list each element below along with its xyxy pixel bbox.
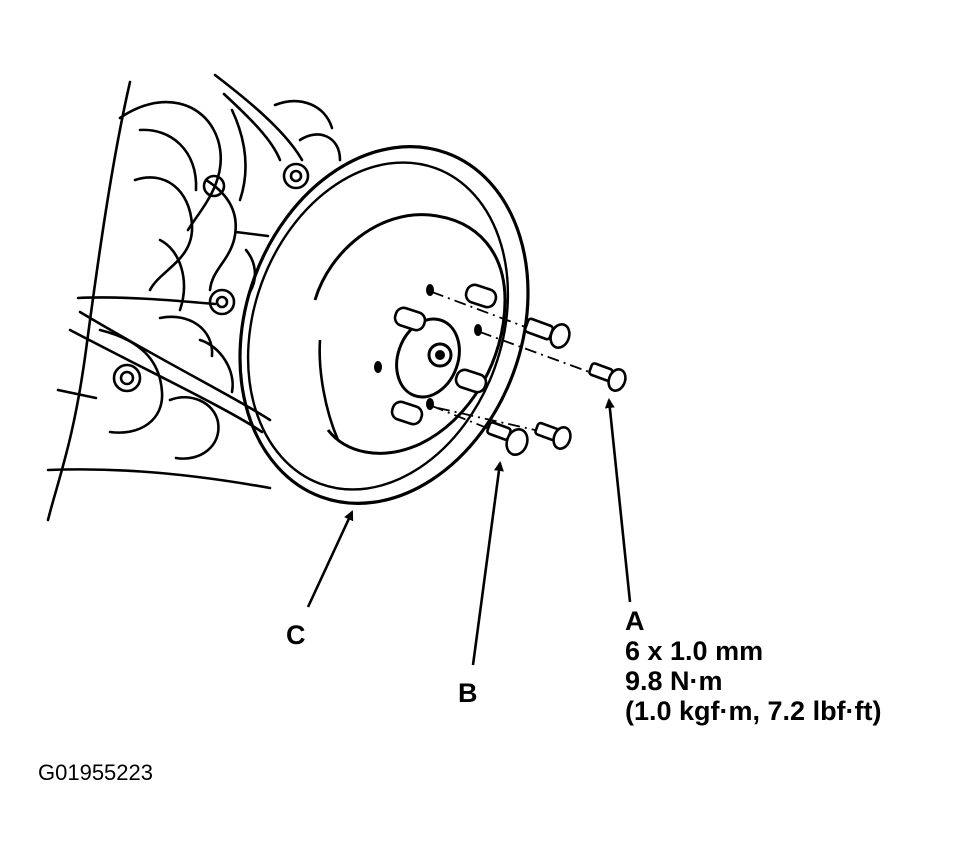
label-c: C [286, 620, 306, 650]
disc-inner-edge [246, 161, 510, 491]
label-b: B [458, 678, 478, 708]
disc-outer-edge [238, 145, 530, 505]
screw-lower [534, 421, 572, 450]
suspension-background [46, 73, 342, 522]
screw-upper [523, 317, 571, 349]
arrow-c [306, 510, 354, 608]
leader-arrows [306, 398, 632, 666]
label-a-letter: A [625, 606, 645, 636]
alignment-lines [431, 291, 593, 431]
arrow-a [604, 398, 632, 603]
screw-holes [374, 284, 482, 410]
disc-hat-rim [313, 213, 507, 455]
figure-id: G01955223 [38, 760, 153, 785]
arrow-b [471, 461, 504, 666]
label-a-torque: 9.8 N·m [625, 666, 723, 696]
screw-b [486, 421, 529, 456]
brake-disc [238, 145, 530, 505]
hub-face [395, 317, 461, 399]
label-a-size: 6 x 1.0 mm [625, 636, 764, 666]
label-a-block: A 6 x 1.0 mm 9.8 N·m (1.0 kgf·m, 7.2 lbf… [625, 606, 882, 726]
wheel-studs [390, 283, 498, 426]
label-a-torque-alt: (1.0 kgf·m, 7.2 lbf·ft) [625, 696, 882, 726]
screw-a [588, 362, 627, 392]
